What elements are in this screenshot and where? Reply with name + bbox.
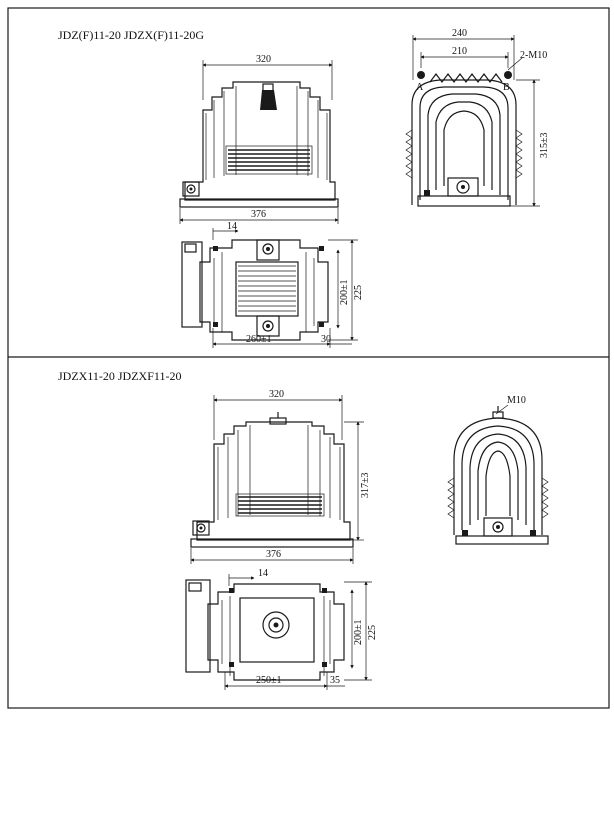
panel2-plan-dim-225: 225 [367,625,378,640]
panel1-title: JDZ(F)11-20 JDZX(F)11-20G [58,28,204,42]
panel1-plan-dim-14: 14 [227,221,237,232]
panel1-plan-dim-30: 30 [321,334,331,345]
panel2-side-bolt: M10 [507,395,526,406]
panel2-side-view: M10 [447,395,549,545]
panel2-plan-dim-250: 250±1 [256,675,282,686]
panel1-side-dim-210: 210 [452,46,467,57]
panel1-side-dim-240: 240 [452,28,467,39]
sheet-frame [7,7,610,709]
panel1-plan-dim-225: 225 [353,285,364,300]
panel1-front-dim-376: 376 [251,209,266,220]
panel2-plan-dim-35: 35 [330,675,340,686]
panel1-plan-view: 14 200±1 225 [181,221,364,348]
panel2-plan-dim-14: 14 [258,568,268,579]
panel1-side-view: 240 210 2-M10 A B 315±3 [405,28,550,207]
panel2-plan-dim-200: 200±1 [353,620,364,646]
panel2-front-dim-320: 320 [269,389,284,400]
panel1-side-bolts: 2-M10 [520,50,547,61]
panel2-front-view: 320 317±3 376 [190,389,371,564]
panel1-plan-dim-260: 260±1 [246,334,272,345]
panel1-front-dim-320: 320 [256,54,271,65]
panel1-side-dim-height: 315±3 [539,133,550,159]
panel2-front-dim-376: 376 [266,549,281,560]
panel1-side-terminal-b: B [503,82,510,93]
panel2-title: JDZX11-20 JDZXF11-20 [58,369,181,383]
panel1-side-terminal-a: A [416,82,424,93]
panel1-plan-dim-200: 200±1 [339,280,350,306]
panel2-front-dim-height: 317±3 [360,473,371,499]
panel2-plan-view: 14 200±1 225 250±1 35 [185,568,378,690]
panel1-front-view: 320 376 [179,54,339,224]
